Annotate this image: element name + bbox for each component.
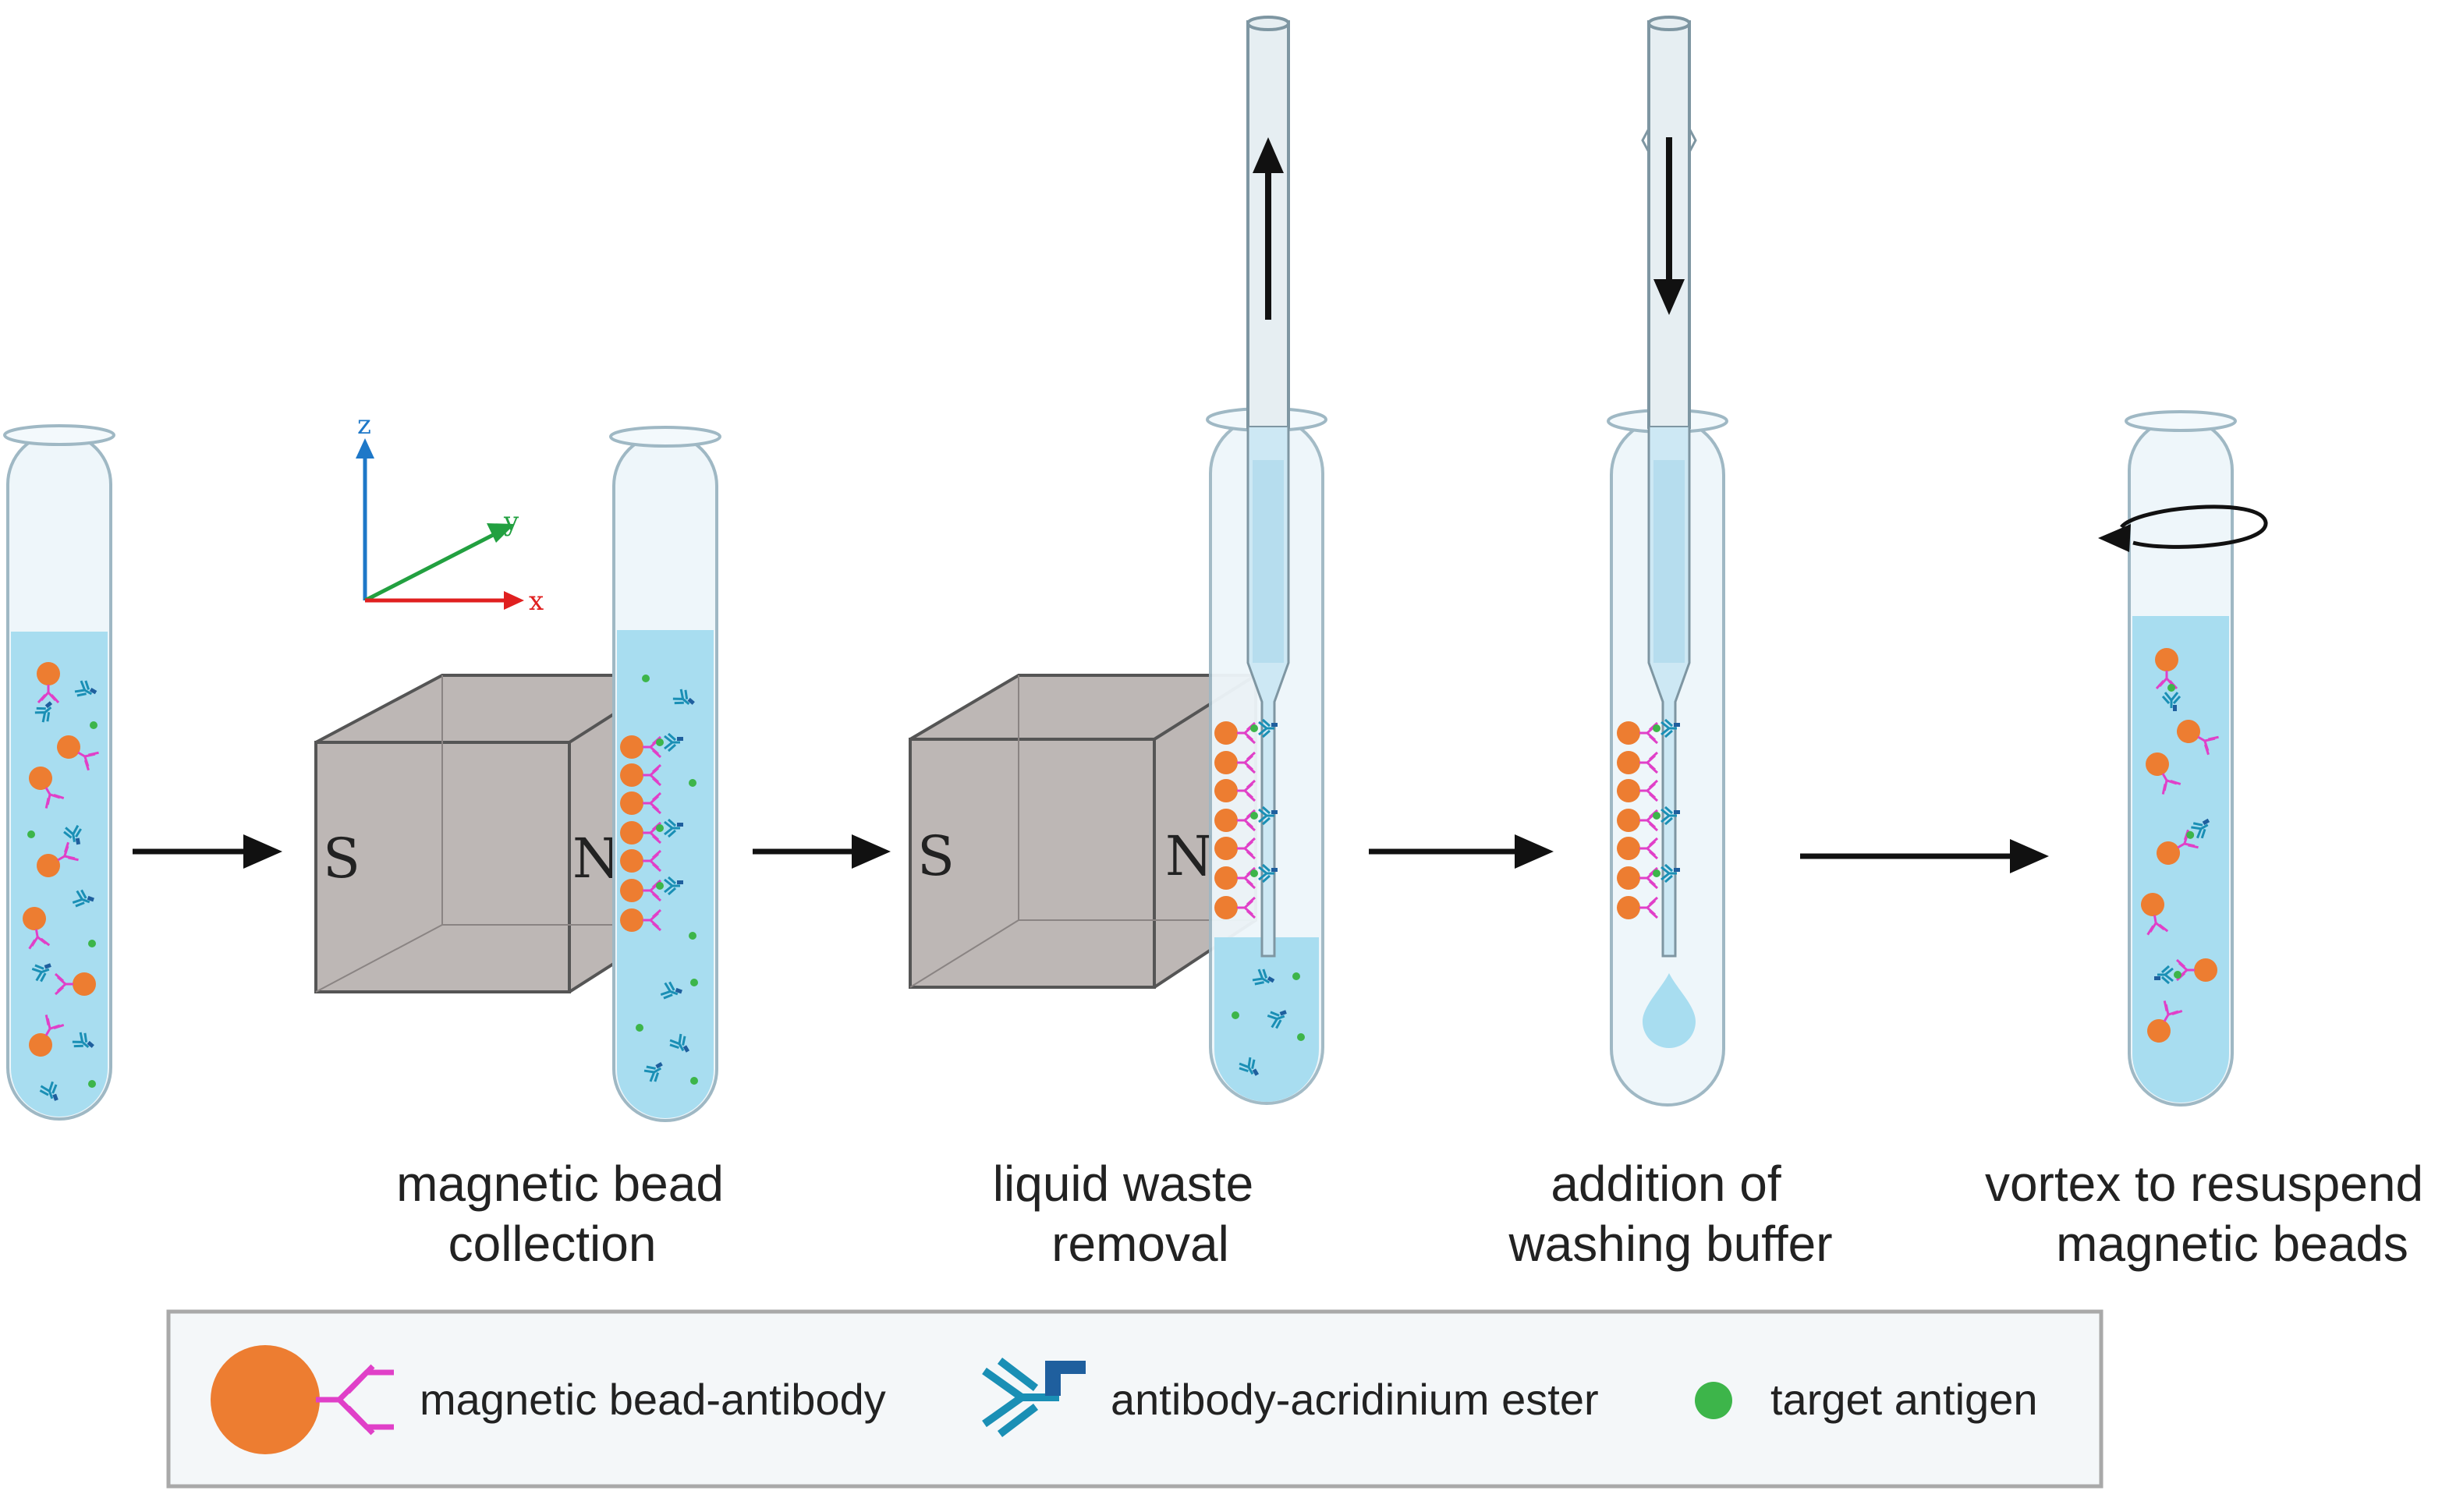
tube-wash [1607,16,1728,1107]
tube-removal [1206,16,1327,1105]
pipette-aspirate [1246,16,1290,958]
step-label-removal-line1: liquid waste [993,1156,1253,1212]
magnet-removal: S N [909,674,1257,989]
legend-box [166,1309,2104,1489]
legend-bead-antibody-icon [211,1345,394,1454]
legend-antigen-label: target antigen [1770,1375,2037,1424]
tube-collection [609,426,721,1122]
step-label-wash-line1: addition of [1551,1156,1781,1212]
down-arrow [1653,279,1685,315]
step-label-removal-line2: removal [1051,1216,1229,1272]
magnet-south-label: S [917,824,955,888]
tube-rim [2125,410,2237,432]
buffer-drop [1643,973,1696,1048]
axis-x-label: x [529,586,544,617]
legend-ester-antibody-label: antibody-acridinium ester [1111,1375,1599,1424]
up-arrow [1253,137,1284,173]
liquid [1214,937,1319,1102]
arrow-step-3 [1369,834,1554,869]
step-label-collection-line2: collection [448,1216,657,1272]
tube-vortex [2098,410,2268,1107]
arrow-step-4 [1800,839,2049,873]
tube-rim [3,424,115,446]
liquid [11,632,108,1117]
legend-bead-antibody-label: magnetic bead-antibody [420,1375,886,1424]
step-label-vortex-line2: magnetic beads [2056,1216,2408,1272]
step-label-collection-line1: magnetic bead [396,1156,724,1212]
magnet-collection: S N [314,674,676,993]
tube-initial [3,424,115,1121]
magnet-north-label: N [1165,824,1213,888]
step-label-vortex-line1: vortex to resuspend [1985,1156,2423,1212]
legend: magnetic bead-antibody antibody-acridini… [166,1309,2104,1489]
legend-ester-antibody-icon [982,1358,1086,1437]
liquid [617,630,714,1118]
xyz-axes: z y x [356,409,544,617]
legend-antigen-icon [1695,1382,1732,1419]
arrow-step-1 [133,834,282,869]
arrow-step-2 [753,834,891,869]
liquid [2132,616,2229,1103]
axis-y-label: y [503,506,519,537]
vortex-arrow [2098,505,2268,552]
step-labels: magnetic bead collection liquid waste re… [396,1156,2423,1272]
axis-z-label: z [357,409,371,441]
pipette-dispense [1641,16,1697,1048]
step-label-wash-line2: washing buffer [1508,1216,1832,1272]
tube-rim [609,426,721,448]
magnet-south-label: S [323,827,360,891]
